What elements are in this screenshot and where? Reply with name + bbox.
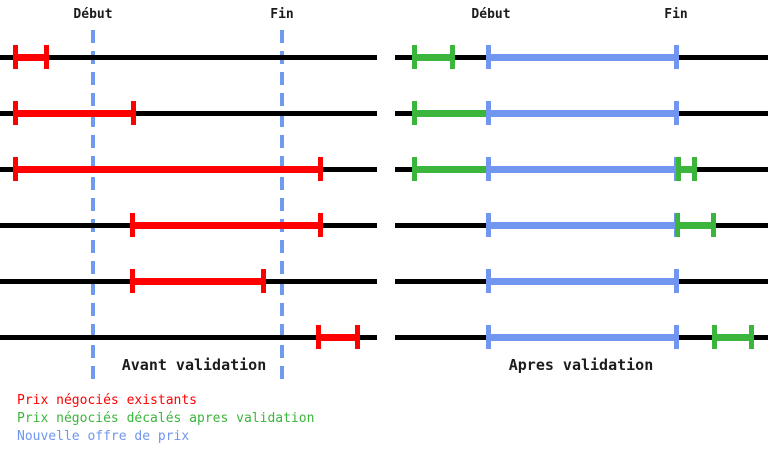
new_offer-segment <box>488 166 676 173</box>
existing-segment <box>318 334 357 341</box>
existing-segment-cap <box>130 269 135 293</box>
existing-segment <box>15 110 133 117</box>
existing-segment-cap <box>44 45 49 69</box>
new_offer-segment-cap <box>674 269 679 293</box>
new_offer-segment <box>488 54 676 61</box>
shifted-segment-cap <box>412 45 417 69</box>
shifted-segment-cap <box>412 101 417 125</box>
fin-label: Fin <box>664 7 688 22</box>
debut-guide-line <box>91 30 95 380</box>
new_offer-segment-cap <box>674 45 679 69</box>
panel-caption-avant: Avant validation <box>121 356 267 374</box>
timeline-row <box>0 111 377 116</box>
fin-label: Fin <box>270 7 294 22</box>
new_offer-segment <box>488 222 676 229</box>
shifted-segment-cap <box>412 157 417 181</box>
shifted-segment-cap <box>712 325 717 349</box>
timeline-row <box>0 55 377 60</box>
existing-segment <box>15 166 320 173</box>
shifted-segment-cap <box>711 213 716 237</box>
shifted-segment-cap <box>692 157 697 181</box>
new_offer-segment-cap <box>486 45 491 69</box>
new_offer-segment <box>488 278 676 285</box>
new_offer-segment-cap <box>674 101 679 125</box>
shifted-segment <box>714 334 751 341</box>
existing-segment-cap <box>130 213 135 237</box>
existing-segment-cap <box>318 157 323 181</box>
new_offer-segment-cap <box>486 101 491 125</box>
legend-item-new_offer: Nouvelle offre de prix <box>17 429 190 444</box>
timeline-row <box>0 335 377 340</box>
new_offer-segment-cap <box>486 325 491 349</box>
existing-segment-cap <box>355 325 360 349</box>
legend-item-existing: Prix négociés existants <box>17 393 198 408</box>
shifted-segment-cap <box>450 45 455 69</box>
new_offer-segment-cap <box>486 213 491 237</box>
panel-caption-apres: Apres validation <box>508 356 654 374</box>
existing-segment <box>132 222 320 229</box>
shifted-segment-cap <box>675 213 680 237</box>
existing-segment-cap <box>316 325 321 349</box>
existing-segment-cap <box>13 45 18 69</box>
shifted-segment-cap <box>749 325 754 349</box>
new_offer-segment-cap <box>486 157 491 181</box>
new_offer-segment <box>488 334 676 341</box>
debut-label: Début <box>471 7 511 22</box>
shifted-segment <box>414 166 488 173</box>
new_offer-segment-cap <box>674 325 679 349</box>
new_offer-segment <box>488 110 676 117</box>
fin-guide-line <box>280 30 284 380</box>
existing-segment-cap <box>131 101 136 125</box>
shifted-segment <box>414 110 488 117</box>
legend-item-shifted: Prix négociés décalés apres validation <box>17 411 315 426</box>
shifted-segment-cap <box>676 157 681 181</box>
shifted-segment <box>677 222 713 229</box>
new_offer-segment-cap <box>486 269 491 293</box>
existing-segment <box>15 54 46 61</box>
debut-label: Début <box>73 7 113 22</box>
existing-segment <box>132 278 263 285</box>
shifted-segment <box>678 166 694 173</box>
existing-segment-cap <box>261 269 266 293</box>
existing-segment-cap <box>13 101 18 125</box>
existing-segment-cap <box>318 213 323 237</box>
shifted-segment <box>414 54 452 61</box>
existing-segment-cap <box>13 157 18 181</box>
